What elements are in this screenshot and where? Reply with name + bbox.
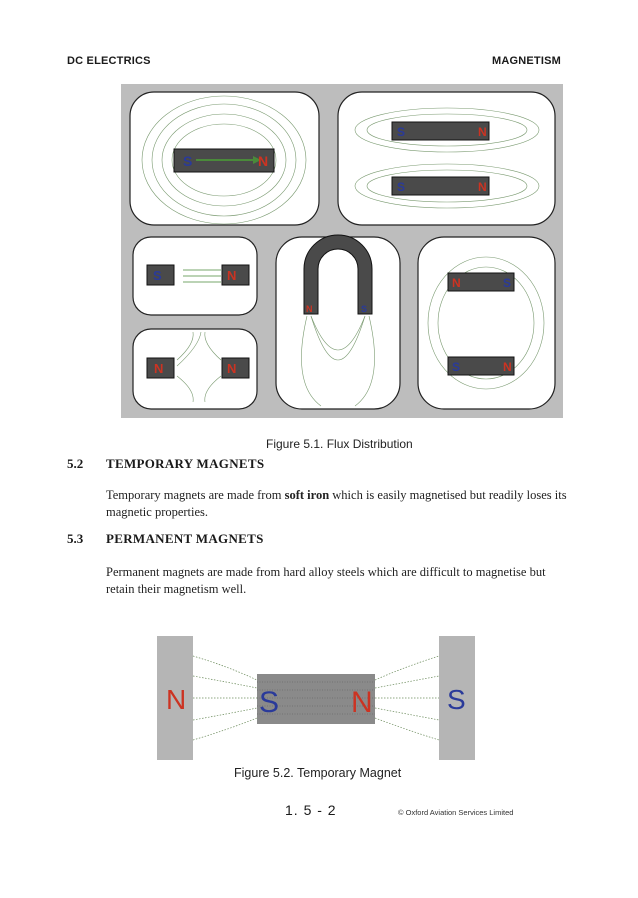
section-5-2-number: 5.2	[67, 456, 84, 471]
bar-s-label: S	[259, 686, 279, 719]
figure-5-1-caption: Figure 5.1. Flux Distribution	[266, 437, 413, 451]
left-pole-n-label: N	[166, 684, 186, 715]
bar-s-label: S	[183, 153, 192, 169]
panel-stacked-magnets: N S S N	[417, 236, 556, 410]
repel-a-label: N	[154, 361, 163, 376]
pair-bot-n-label: N	[478, 180, 487, 194]
section-5-3-number: 5.3	[67, 531, 84, 546]
figure-flux-distribution: S N S N S N S N	[121, 84, 563, 418]
right-pole-s-label: S	[447, 684, 466, 715]
section-5-3-text: Permanent magnets are made from hard all…	[106, 565, 546, 596]
pair-top-n-label: N	[478, 125, 487, 139]
pair-bot-s-label: S	[397, 180, 405, 194]
header-left: DC ELECTRICS	[67, 55, 151, 67]
figure-temporary-magnet: N S N S	[157, 636, 475, 760]
section-5-3-title: PERMANENT MAGNETS	[106, 531, 264, 546]
stack-top-s-label: S	[503, 276, 511, 290]
header-right: MAGNETISM	[491, 55, 561, 67]
stack-top-n-label: N	[452, 276, 461, 290]
figure-5-2-caption: Figure 5.2. Temporary Magnet	[234, 766, 402, 780]
soft-iron-bar	[257, 674, 375, 724]
panel-parallel-magnets: S N S N	[337, 91, 556, 226]
attract-n-label: N	[227, 268, 236, 283]
stack-bot-s-label: S	[452, 360, 460, 374]
panel-horseshoe-magnet: N S	[275, 234, 401, 410]
soft-iron-bold: soft iron	[284, 488, 330, 502]
panel-bar-magnet: S N	[129, 91, 320, 226]
stack-bot-n-label: N	[503, 360, 512, 374]
pair-top-s-label: S	[397, 125, 405, 139]
horseshoe-n-label: N	[306, 304, 313, 314]
copyright: © Oxford Aviation Services Limited	[398, 808, 514, 817]
page-number: 1. 5 - 2	[285, 802, 337, 818]
horseshoe-s-label: S	[361, 304, 367, 314]
attract-s-label: S	[153, 268, 162, 283]
right-pole-block	[439, 636, 475, 760]
repel-b-label: N	[227, 361, 236, 376]
section-5-2-text: Temporary magnets are made from soft iro…	[106, 488, 567, 519]
bar-n-label: N	[258, 153, 268, 169]
left-pole-block	[157, 636, 193, 760]
section-5-2-title: TEMPORARY MAGNETS	[106, 456, 265, 471]
panel-repelling-magnets: N N	[132, 328, 258, 410]
bar-n-label: N	[351, 686, 373, 719]
panel-attracting-magnets: S N	[132, 236, 258, 316]
